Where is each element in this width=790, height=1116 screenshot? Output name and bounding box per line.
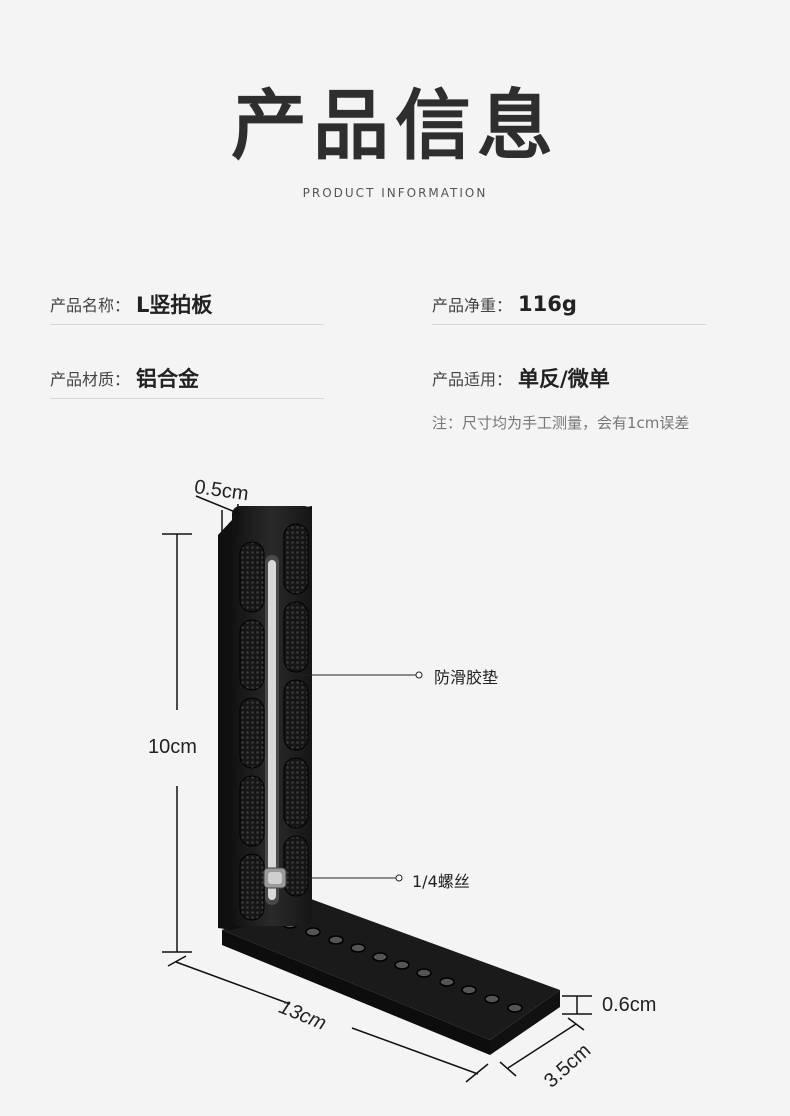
quarter-inch-screw <box>263 867 287 889</box>
spec-name-label: 产品名称 <box>50 296 115 315</box>
spec-usage-label: 产品适用 <box>432 370 497 389</box>
spec-usage-value: 单反/微单 <box>518 367 610 391</box>
spec-material-value: 铝合金 <box>136 367 200 391</box>
measurement-note: 注：尺寸均为手工测量，会有1cm误差 <box>432 414 690 432</box>
spec-material-label: 产品材质 <box>50 370 115 389</box>
spec-separator: ： <box>114 296 131 315</box>
dimension-lines <box>162 495 592 1083</box>
l-bracket-illustration <box>162 495 592 1083</box>
base-plate <box>222 895 560 1055</box>
spec-name: 产品名称 ： L竖拍板 <box>50 284 324 325</box>
spec-separator: ： <box>496 370 513 389</box>
spec-name-value: L竖拍板 <box>136 293 213 317</box>
callout-lines <box>288 671 423 882</box>
dimension-height: 10cm <box>148 736 197 758</box>
spec-separator: ： <box>114 370 131 389</box>
dimension-base-thickness: 0.6cm <box>602 994 657 1016</box>
page-title: 产品信息 <box>231 81 559 170</box>
anti-slip-pads <box>239 523 309 921</box>
spec-weight-value: 116g <box>518 292 577 316</box>
callout-anti-slip-pads: 防滑胶垫 <box>434 668 499 687</box>
spec-material: 产品材质 ： 铝合金 <box>50 358 324 399</box>
page-subtitle: PRODUCT INFORMATION <box>302 186 488 200</box>
spec-weight: 产品净重 ： 116g <box>432 284 706 325</box>
spec-usage: 产品适用 ： 单反/微单 <box>432 358 706 398</box>
callout-quarter-inch-screw: 1/4螺丝 <box>412 872 470 891</box>
spec-separator: ： <box>496 296 513 315</box>
spec-weight-label: 产品净重 <box>432 296 497 315</box>
